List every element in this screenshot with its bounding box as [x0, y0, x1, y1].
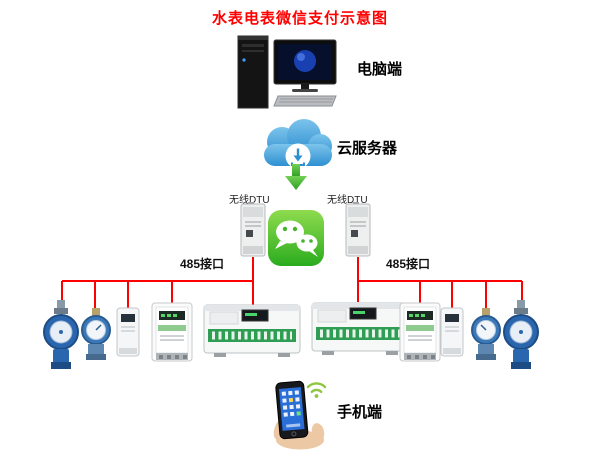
electric-meter-right-icon	[398, 301, 442, 365]
phone-body	[275, 380, 309, 440]
phone-label: 手机端	[337, 404, 383, 421]
page-title: 水表电表微信支付示意图	[211, 10, 388, 27]
water-meter-small-right-icon	[468, 306, 504, 364]
dtu-right-icon	[345, 202, 371, 258]
pulse-module-right-icon	[439, 306, 465, 358]
wechat-icon	[267, 209, 325, 267]
pulse-module-left-icon	[115, 306, 141, 358]
pc-tower	[237, 35, 269, 109]
bus-right-label: 485接口	[386, 257, 431, 271]
dtu-left-icon	[240, 202, 266, 258]
desktop-computer-icon	[232, 30, 342, 114]
smartphone-in-hand-icon	[258, 374, 342, 450]
collector-box-left-icon	[202, 299, 302, 359]
computer-label: 电脑端	[357, 61, 403, 78]
bus-left-label: 485接口	[180, 257, 225, 271]
collector-box-right-icon	[310, 297, 410, 357]
pc-keyboard	[273, 95, 337, 107]
electric-meter-left-icon	[150, 301, 194, 365]
pc-monitor	[273, 39, 337, 92]
water-meter-blue-right-icon	[500, 300, 542, 372]
green-down-arrow-icon	[283, 164, 309, 191]
water-meter-small-left-icon	[78, 306, 114, 364]
wifi-icon	[306, 382, 327, 393]
cloud-download-icon	[256, 118, 340, 176]
dtu-right-label: 无线DTU	[327, 195, 368, 206]
wechat-bubbles	[275, 220, 318, 257]
water-meter-blue-left-icon	[40, 300, 82, 372]
cloud-label: 云服务器	[337, 140, 398, 157]
dtu-left-label: 无线DTU	[229, 195, 270, 206]
